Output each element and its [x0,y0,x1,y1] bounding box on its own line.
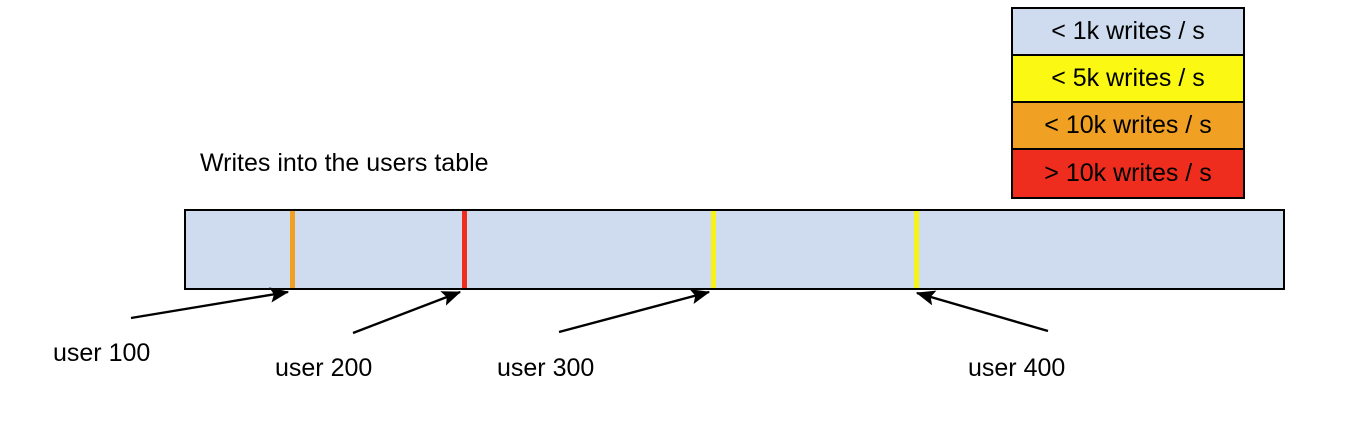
legend-item-label: > 10k writes / s [1044,159,1212,187]
marker-line-user-100 [290,211,295,288]
marker-line-user-300 [711,211,716,288]
chart-title: Writes into the users table [200,149,489,177]
legend-item-lt-10k: < 10k writes / s [1013,103,1243,150]
annotation-label-user-300: user 300 [497,354,595,382]
annotation-label-user-400: user 400 [968,354,1066,382]
legend-item-gt-10k: > 10k writes / s [1013,150,1243,197]
legend-item-label: < 5k writes / s [1051,64,1205,92]
legend-item-label: < 10k writes / s [1044,111,1212,139]
marker-line-user-400 [914,211,919,288]
arrow-user-300 [558,289,711,334]
legend: < 1k writes / s < 5k writes / s < 10k wr… [1011,7,1245,199]
arrow-user-400 [915,290,1049,333]
annotation-label-user-200: user 200 [275,354,373,382]
arrow-user-200 [352,290,462,335]
legend-item-lt-5k: < 5k writes / s [1013,56,1243,103]
arrow-user-100 [130,287,290,320]
annotation-label-user-100: user 100 [53,339,151,367]
users-table-band [184,209,1285,290]
marker-line-user-200 [462,211,467,288]
legend-item-label: < 1k writes / s [1051,17,1205,45]
legend-item-lt-1k: < 1k writes / s [1013,9,1243,56]
